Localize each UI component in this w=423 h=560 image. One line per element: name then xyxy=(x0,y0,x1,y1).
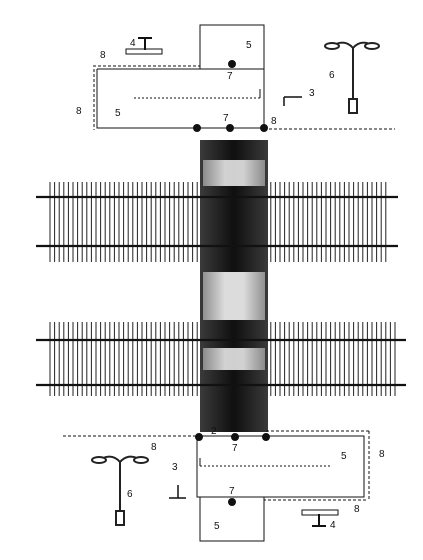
top-point-mid xyxy=(226,124,234,132)
bottom-platform-number: 5 xyxy=(341,451,347,462)
bottom-box-number: 5 xyxy=(214,521,220,532)
top-point-inner xyxy=(228,60,236,68)
top-upper-edge-number: 8 xyxy=(100,50,106,61)
bench-icon xyxy=(125,37,163,55)
bottom-lamp-number: 6 xyxy=(127,489,133,500)
top-platform-number: 5 xyxy=(115,108,121,119)
bottom-point-lower-number: 7 xyxy=(229,486,235,497)
top-point-lower-number: 7 xyxy=(223,113,229,124)
sign-icon xyxy=(283,96,302,106)
bottom-point-inner-number: 7 xyxy=(232,443,238,454)
bottom-platform-area xyxy=(63,430,370,542)
bottom-point-left xyxy=(195,433,203,441)
top-point-left xyxy=(193,124,201,132)
top-point-inner-number: 7 xyxy=(227,71,233,82)
top-point-right xyxy=(260,124,268,132)
top-platform-area xyxy=(93,24,395,132)
bottom-point-inner xyxy=(228,498,236,506)
railway-track-upper xyxy=(36,182,398,262)
top-sign-number: 3 xyxy=(309,88,315,99)
lamp-post-icon xyxy=(91,455,149,526)
bottom-point-mid xyxy=(231,433,239,441)
top-box-number: 5 xyxy=(246,40,252,51)
bottom-bench-number: 4 xyxy=(330,520,336,531)
crossing-point-number: 2 xyxy=(211,426,217,437)
bottom-point-right xyxy=(262,433,270,441)
bottom-sign-number: 3 xyxy=(172,462,178,473)
top-left-edge-number: 8 xyxy=(76,106,82,117)
top-right-edge-number: 8 xyxy=(271,116,277,127)
top-bench-number: 4 xyxy=(130,38,136,49)
top-lamp-number: 6 xyxy=(329,70,335,81)
sign-icon xyxy=(169,485,186,499)
bottom-left-edge-number: 8 xyxy=(151,442,157,453)
crossing-strip xyxy=(200,140,268,432)
lamp-post-icon xyxy=(324,41,380,114)
railway-track-lower xyxy=(36,322,406,396)
bench-icon xyxy=(301,509,339,527)
bottom-lower-edge-number: 8 xyxy=(354,504,360,515)
bottom-right-edge-number: 8 xyxy=(379,449,385,460)
